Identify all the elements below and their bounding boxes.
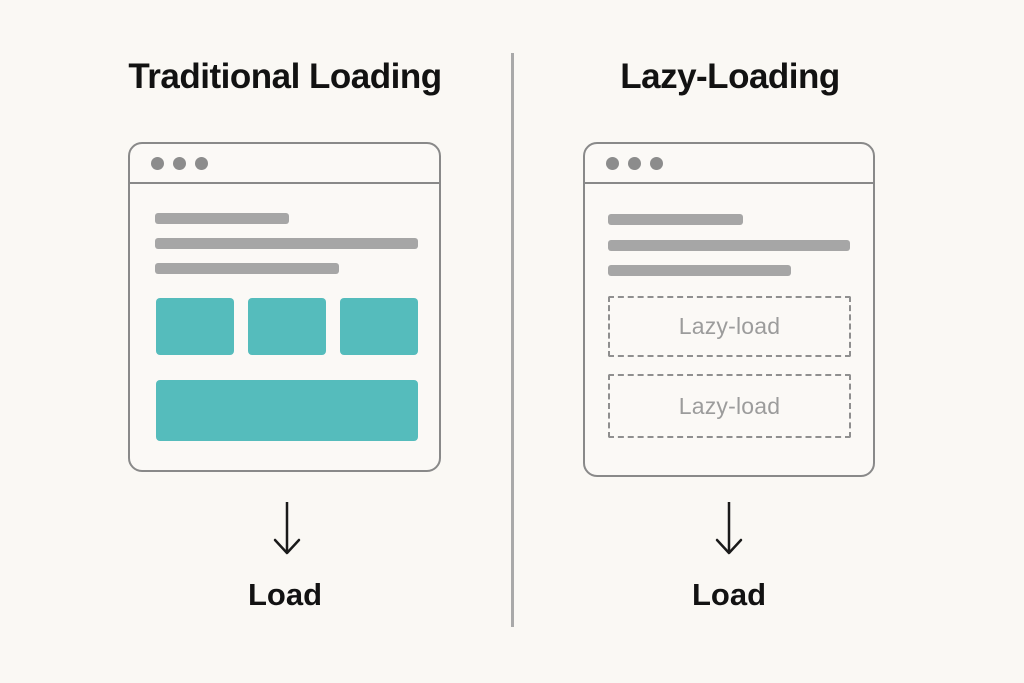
- skeleton-text-line: [155, 238, 418, 249]
- skeleton-text-line: [608, 214, 743, 225]
- lazy-load-placeholder: Lazy-load: [608, 374, 851, 438]
- window-dot-icon: [606, 156, 619, 170]
- skeleton-text-line: [155, 213, 289, 224]
- skeleton-text-line: [608, 265, 791, 276]
- vertical-divider: [511, 53, 514, 627]
- lazy-load-placeholder-label: Lazy-load: [678, 392, 781, 419]
- window-dot-icon: [195, 156, 208, 170]
- window-dot-icon: [628, 156, 641, 170]
- lazy-load-placeholder: Lazy-load: [608, 296, 851, 357]
- browser-window-traditional: [128, 142, 441, 472]
- content-block-wide: [156, 380, 418, 441]
- content-block: [340, 298, 418, 355]
- skeleton-text-line: [608, 240, 850, 251]
- load-label-lazy: Load: [691, 577, 767, 612]
- content-block: [156, 298, 234, 355]
- window-dot-icon: [650, 156, 663, 170]
- load-label-traditional: Load: [247, 577, 323, 612]
- lazy-load-placeholder-label: Lazy-load: [678, 313, 781, 339]
- browser-titlebar: [585, 144, 873, 184]
- window-dot-icon: [173, 156, 186, 170]
- browser-window-lazy: Lazy-load Lazy-load: [583, 142, 875, 477]
- lazy-loading-title: Lazy-Loading: [620, 57, 840, 96]
- down-arrow-icon: [273, 502, 301, 555]
- traditional-loading-title: Traditional Loading: [128, 57, 442, 96]
- content-block: [248, 298, 326, 355]
- down-arrow-icon: [715, 502, 743, 555]
- window-dot-icon: [151, 156, 164, 170]
- skeleton-text-line: [155, 263, 339, 274]
- browser-titlebar: [130, 144, 439, 184]
